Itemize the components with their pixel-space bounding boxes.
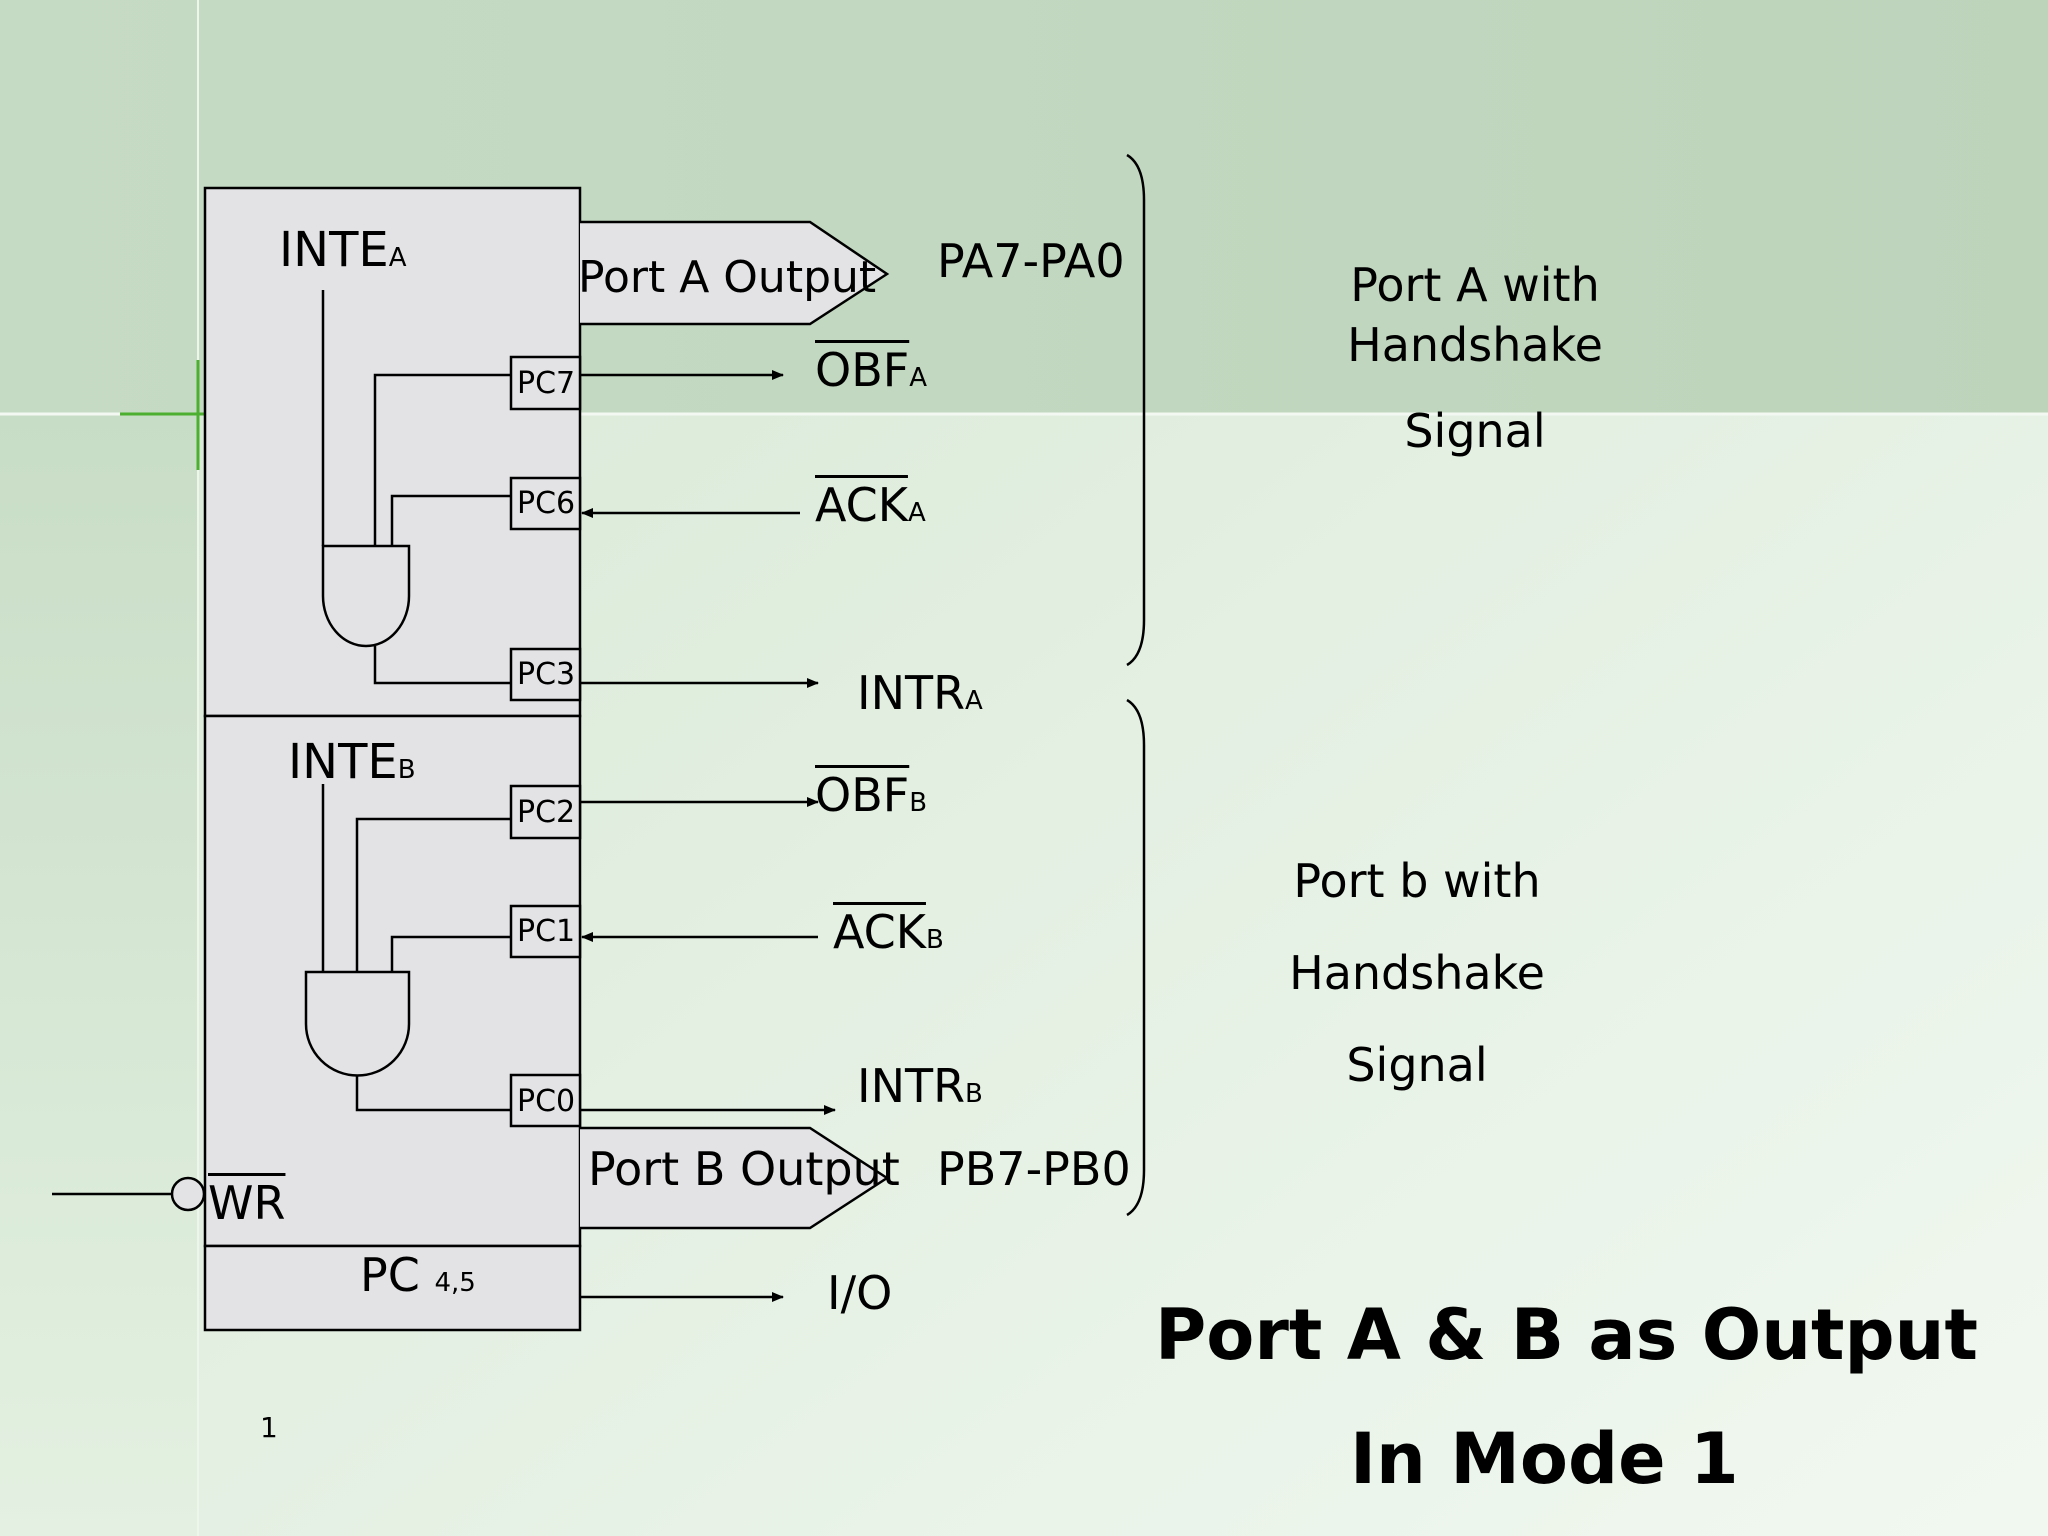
wr-inversion-bubble bbox=[170, 1176, 206, 1212]
pin-box-pc2 bbox=[509, 784, 582, 840]
obf-a-label: OBFA bbox=[815, 343, 928, 397]
ack-b-label: ACKB bbox=[833, 905, 944, 959]
pin-box-pc7 bbox=[509, 355, 582, 411]
inte-a-label: INTEA bbox=[279, 222, 407, 278]
pin-box-pc1 bbox=[509, 904, 582, 959]
wr-label: WR bbox=[208, 1176, 286, 1230]
io-label: I/O bbox=[827, 1266, 893, 1320]
pin-pc0-label: PC0 bbox=[517, 1084, 576, 1119]
pin-pc6-label: PC6 bbox=[517, 486, 576, 521]
brace-port-a bbox=[1126, 153, 1146, 667]
pc45-block bbox=[203, 1244, 582, 1332]
pb-range-label: PB7-PB0 bbox=[937, 1142, 1131, 1196]
pc45-label: PC 4,5 bbox=[360, 1248, 476, 1302]
slide-title-line1: Port A & B as Output bbox=[1155, 1294, 1978, 1376]
port-b-output-arrow bbox=[580, 1126, 890, 1230]
port-b-output-label: Port B Output bbox=[588, 1142, 900, 1196]
side-note-port-a: Port A with Handshake Signal bbox=[1347, 258, 1603, 458]
brace-port-b bbox=[1126, 698, 1146, 1217]
pin-pc3-label: PC3 bbox=[517, 657, 576, 692]
port-a-output-arrow bbox=[580, 220, 890, 326]
pa-range-label: PA7-PA0 bbox=[937, 234, 1125, 288]
and-gate-a bbox=[321, 544, 411, 648]
ack-a-label: ACKA bbox=[815, 478, 926, 532]
pin-pc7-label: PC7 bbox=[517, 366, 576, 401]
intr-a-label: INTRA bbox=[857, 666, 983, 720]
pin-pc1-label: PC1 bbox=[517, 914, 576, 949]
pin-pc2-label: PC2 bbox=[517, 795, 576, 830]
port-a-output-label: Port A Output bbox=[578, 252, 877, 303]
pin-box-pc3 bbox=[509, 647, 582, 702]
side-note-port-b: Port b with Handshake Signal bbox=[1289, 854, 1545, 1092]
and-gate-b bbox=[304, 970, 411, 1077]
obf-b-label: OBFB bbox=[815, 768, 928, 822]
slide-title-line2: In Mode 1 bbox=[1350, 1418, 1739, 1500]
pin-box-pc0 bbox=[509, 1073, 582, 1128]
slide-number: 1 bbox=[260, 1411, 278, 1444]
intr-b-label: INTRB bbox=[857, 1059, 983, 1113]
inte-b-label: INTEB bbox=[288, 734, 416, 790]
pin-box-pc6 bbox=[509, 476, 582, 531]
